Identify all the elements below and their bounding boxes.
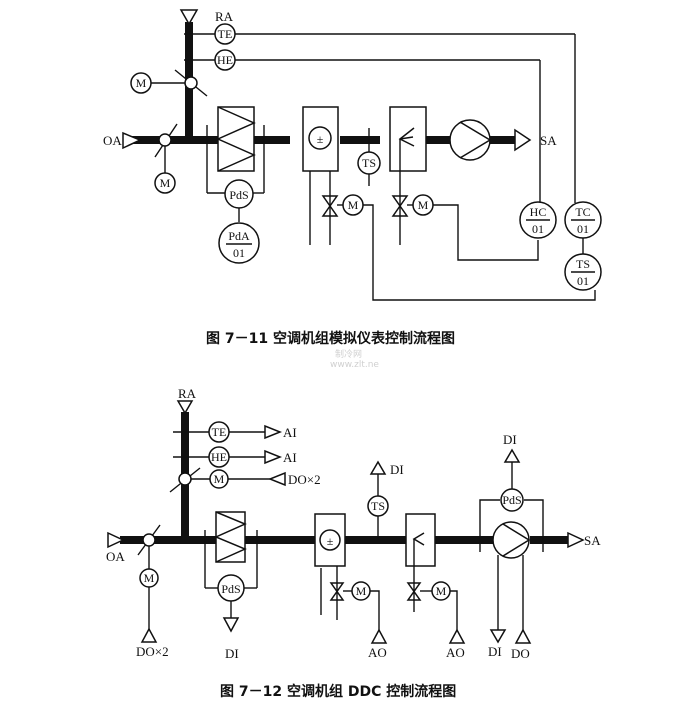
ao-input-icon [370, 628, 388, 644]
humidifier-valve-icon [391, 195, 409, 217]
ts-sensor [357, 151, 381, 175]
filter [217, 106, 255, 172]
supply-fan [449, 119, 491, 161]
svg-text:01: 01 [577, 222, 589, 236]
svg-text:TS: TS [371, 499, 385, 513]
figure-caption: 图 7－11 空调机组模拟仪表控制流程图 [206, 330, 455, 347]
svg-text:01: 01 [532, 222, 544, 236]
oa-damper [142, 533, 156, 547]
svg-text:01: 01 [577, 274, 589, 288]
di-output-icon [489, 629, 507, 644]
svg-text:M: M [136, 76, 147, 90]
coil-valve-icon [329, 582, 345, 601]
outdoor-air-arrow-icon [122, 131, 142, 150]
figure-analog-control: RA TE HE M OA M PdS PdA [103, 9, 602, 370]
svg-text:AO: AO [368, 645, 387, 660]
svg-text:M: M [214, 472, 225, 486]
svg-text:DO: DO [511, 646, 530, 661]
svg-text:SA: SA [540, 133, 557, 148]
svg-text:DI: DI [390, 462, 404, 477]
svg-text:SA: SA [584, 533, 601, 548]
svg-text:DO×2: DO×2 [136, 644, 169, 659]
do-input-icon [514, 628, 532, 644]
svg-text:AO: AO [446, 645, 465, 660]
svg-text:M: M [436, 584, 447, 598]
di-output-icon [222, 617, 240, 633]
svg-text:TE: TE [218, 27, 233, 41]
svg-text:OA: OA [103, 133, 122, 148]
di-output-icon [503, 448, 521, 463]
figure-caption: 图 7－12 空调机组 DDC 控制流程图 [220, 683, 456, 700]
svg-text:M: M [348, 198, 359, 212]
svg-text:RA: RA [178, 386, 197, 401]
svg-text:PdS: PdS [229, 188, 248, 202]
svg-text:制冷网: 制冷网 [335, 348, 362, 360]
ra-damper-motor [209, 469, 229, 489]
label-ra: RA [215, 9, 234, 24]
svg-text:TC: TC [575, 205, 590, 219]
svg-text:PdS: PdS [221, 582, 240, 596]
svg-text:M: M [144, 571, 155, 585]
do-input-icon [140, 627, 158, 643]
ra-damper [184, 76, 198, 90]
svg-text:±: ± [327, 534, 334, 548]
svg-text:01: 01 [233, 246, 245, 260]
svg-text:±: ± [317, 132, 324, 146]
svg-text:HE: HE [217, 53, 233, 67]
svg-text:AI: AI [283, 450, 297, 465]
humidifier [405, 513, 436, 567]
supply-air-arrow-icon [514, 128, 532, 152]
svg-text:DI: DI [225, 646, 239, 661]
humidifier [389, 106, 427, 172]
return-air-arrow-icon [179, 9, 199, 26]
svg-text:M: M [356, 584, 367, 598]
figure-ddc-control: RA TE AI HE AI M DO×2 OA M DO×2 [106, 386, 601, 700]
supply-fan [492, 521, 530, 559]
he-sensor [214, 49, 236, 71]
filter [215, 511, 246, 563]
supply-air-arrow-icon [567, 531, 585, 549]
oa-damper-motor [139, 568, 159, 588]
coil-valve-icon [321, 195, 339, 217]
do-input-icon [267, 471, 286, 487]
svg-text:TE: TE [212, 425, 227, 439]
oa-damper-motor [154, 172, 176, 194]
outdoor-air-arrow-icon [107, 531, 125, 549]
svg-text:www.zlt.ne: www.zlt.ne [330, 360, 379, 370]
he-sensor [208, 446, 230, 468]
te-sensor [208, 421, 230, 443]
svg-text:PdS: PdS [502, 493, 521, 507]
pda-alarm [218, 222, 260, 264]
svg-text:DI: DI [503, 432, 517, 447]
humidifier-valve-icon [406, 582, 422, 601]
ai-output-icon [264, 449, 283, 465]
svg-text:PdA: PdA [228, 229, 250, 243]
svg-text:TS: TS [362, 156, 376, 170]
svg-text:HE: HE [211, 450, 227, 464]
svg-text:DO×2: DO×2 [288, 472, 321, 487]
oa-damper [158, 133, 172, 147]
ai-output-icon [264, 424, 283, 440]
svg-text:M: M [418, 198, 429, 212]
svg-text:M: M [160, 176, 171, 190]
svg-text:TS: TS [576, 257, 590, 271]
di-output-icon [369, 460, 387, 475]
ao-input-icon [448, 628, 466, 644]
svg-text:DI: DI [488, 644, 502, 659]
ts-sensor [367, 495, 389, 517]
ra-damper-motor [130, 72, 152, 94]
svg-text:AI: AI [283, 425, 297, 440]
te-sensor [214, 23, 236, 45]
svg-text:OA: OA [106, 549, 125, 564]
return-air-arrow-icon [176, 400, 194, 415]
svg-text:HC: HC [530, 205, 547, 219]
ra-damper [178, 472, 192, 486]
